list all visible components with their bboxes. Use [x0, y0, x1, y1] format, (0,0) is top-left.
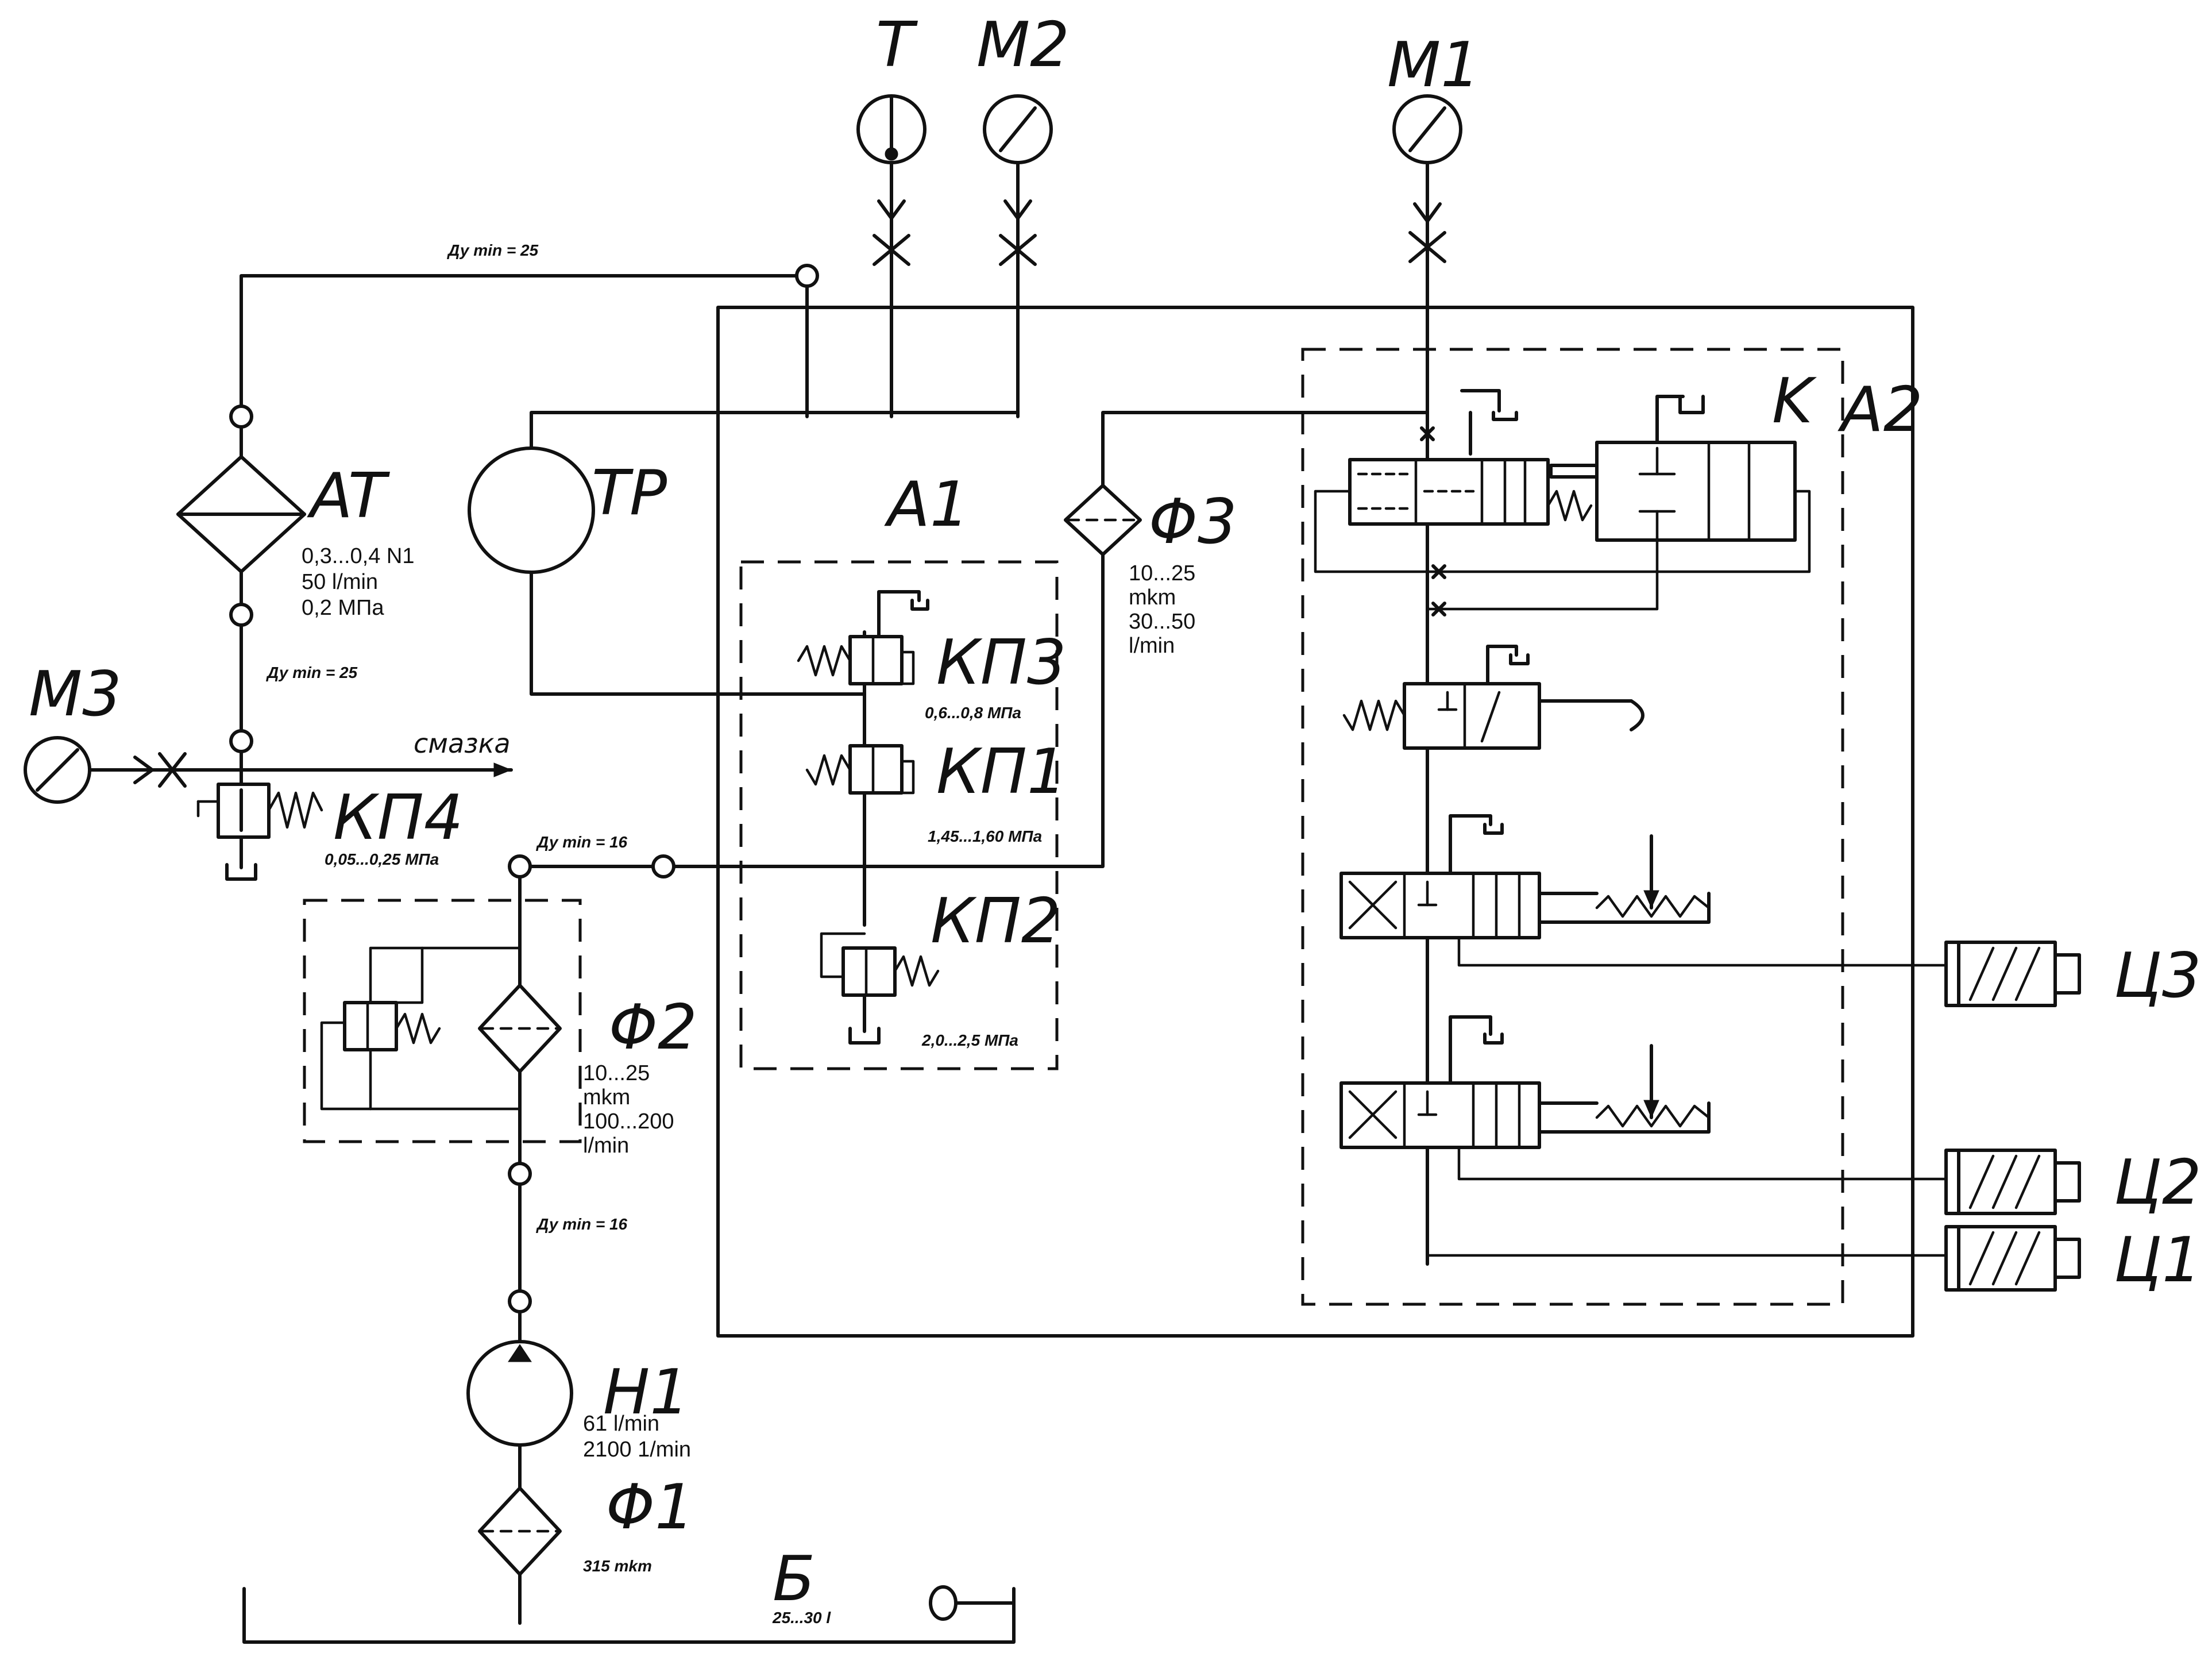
label-kp2: КП2: [931, 885, 1061, 957]
label-f3: Φ3: [1149, 486, 1237, 558]
label-f1: Φ1: [606, 1471, 694, 1543]
spec-h1-1: 61 l/min: [583, 1412, 659, 1436]
a2-valves: [1314, 389, 1948, 1257]
filter-f3: [671, 484, 1142, 868]
spec-du25-mid: Ду min = 25: [266, 664, 358, 681]
a1-valves: [797, 590, 940, 1045]
label-f2: Φ2: [609, 992, 697, 1064]
spec-h1-2: 2100 1/min: [583, 1438, 691, 1462]
gauge-m2: [983, 94, 1053, 266]
filter-f1: [478, 1486, 562, 1625]
label-m3: M3: [29, 658, 122, 730]
filter-f2: [320, 875, 562, 1313]
spec-f2-1: 10...25: [583, 1061, 650, 1085]
label-m1: M1: [1387, 29, 1480, 101]
spec-kp4: 0,05...0,25 MПa: [325, 850, 439, 868]
label-c3: Ц3: [2114, 940, 2202, 1012]
spec-f2-2: mkm: [583, 1085, 630, 1109]
spec-du16-bot: Ду min = 16: [536, 1215, 628, 1233]
junction-top: [795, 264, 819, 288]
label-c2: Ц2: [2114, 1147, 2202, 1219]
spec-at-1: 0,3...0,4 N1: [302, 544, 414, 568]
label-h1: H1: [603, 1357, 689, 1428]
subassembly-a2-frame: [1301, 348, 1844, 1306]
label-b: Б: [773, 1543, 815, 1615]
label-lube: смазка: [414, 728, 511, 759]
spec-f3-4: l/min: [1129, 634, 1175, 658]
label-kp4: КП4: [333, 782, 464, 854]
spec-f3-2: mkm: [1129, 585, 1176, 610]
relief-valve-kp4: [196, 750, 323, 881]
label-a2: A2: [1837, 374, 1923, 446]
top-pipes: [240, 159, 1429, 1266]
spec-f1: 315 mkm: [583, 1557, 652, 1575]
cylinder-c2: [1944, 1149, 2081, 1215]
spec-tank: 25...30 l: [772, 1609, 831, 1627]
spec-f3-1: 10...25: [1129, 561, 1195, 585]
label-at: AT: [307, 460, 390, 532]
cylinder-c1: [1944, 1225, 2081, 1292]
spec-kp3: 0,6...0,8 MПa: [925, 704, 1021, 722]
spec-at-3: 0,2 MПa: [302, 596, 384, 620]
spec-du25-top: Ду min = 25: [447, 241, 539, 259]
label-m2: M2: [976, 9, 1070, 81]
spec-f2-3: 100...200: [583, 1109, 674, 1134]
label-c1: Ц1: [2114, 1224, 2202, 1296]
thermometer-t: [856, 94, 927, 266]
reservoir-b: [242, 1585, 1016, 1644]
pump-h1: [466, 1310, 573, 1490]
lube-line: [240, 762, 513, 777]
gauge-m3: [24, 736, 243, 804]
heat-exchanger-at: [176, 404, 306, 753]
junction-du16-left: [508, 854, 532, 878]
label-kp3: КП3: [936, 627, 1067, 699]
spec-f2-4: l/min: [583, 1134, 629, 1158]
spec-at-2: 50 l/min: [302, 570, 378, 594]
spec-kp1: 1,45...1,60 MПa: [928, 827, 1042, 845]
label-tp: TP: [592, 457, 667, 529]
tank-tp: [468, 446, 866, 696]
label-a1: A1: [884, 469, 970, 541]
label-t: T: [876, 9, 918, 81]
label-k: K: [1772, 365, 1817, 437]
cylinder-c3: [1944, 941, 2081, 1007]
spec-f3-3: 30...50: [1129, 610, 1195, 634]
junction-du16-right: [651, 854, 675, 878]
subassembly-a1-frame: [739, 560, 1059, 1070]
main-unit-frame: [716, 306, 1914, 1338]
spec-du16-top: Ду min = 16: [536, 833, 628, 851]
spec-kp2: 2,0...2,5 MПa: [921, 1031, 1018, 1049]
label-kp1: КП1: [936, 736, 1067, 808]
gauge-m1: [1392, 94, 1462, 263]
